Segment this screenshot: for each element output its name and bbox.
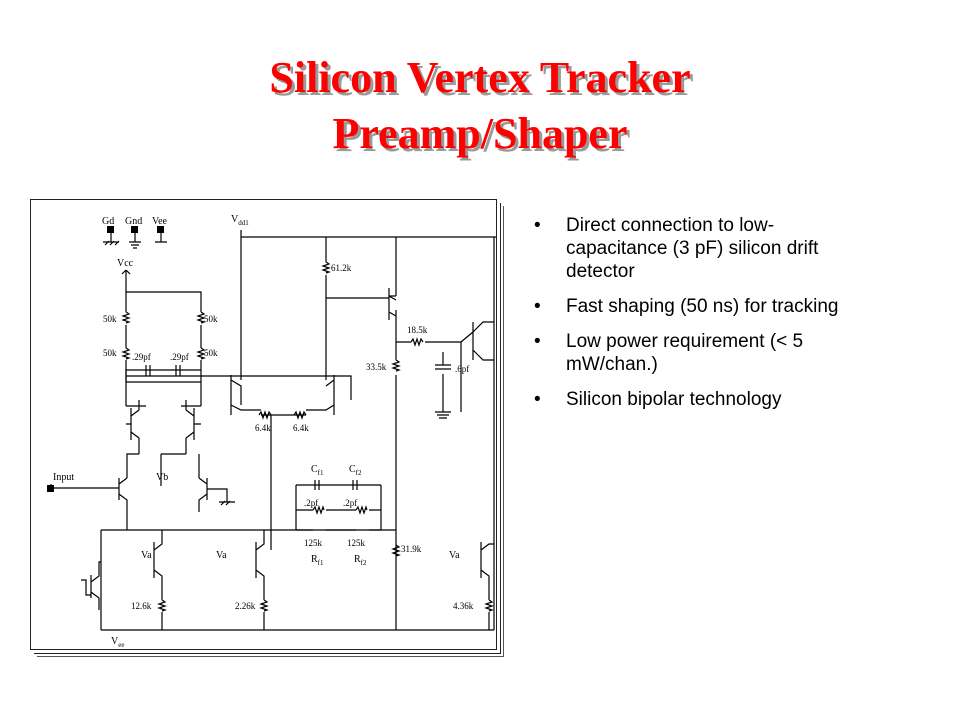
value-6-4k-a: 6.4k [255, 423, 271, 433]
schematic-wires [50, 230, 496, 631]
bullet-text: Low power requirement (< 5 mW/chan.) [566, 331, 804, 375]
value-4-36k: 4.36k [453, 601, 474, 611]
value-6pf: .6pf [455, 364, 469, 374]
supply-pads [47, 226, 164, 492]
value-2-26k: 2.26k [235, 601, 256, 611]
gnd-pad [131, 226, 138, 233]
value-029pf-a: .29pf [132, 352, 151, 362]
bullet-dot-icon: • [534, 296, 541, 317]
label-vee: Vee [152, 216, 168, 227]
preamp-shaper-schematic: Gd Gnd Vee Vcc Vdd1 Input Vb Va Va Va Ve… [30, 199, 497, 650]
value-50k-br: 50k [204, 348, 218, 358]
vee-pad [157, 226, 164, 233]
label-va-1: Va [141, 550, 152, 561]
bullet-dot-icon: • [534, 215, 541, 236]
label-gd: Gd [102, 216, 114, 227]
value-2pf-a: .2pf [304, 498, 318, 508]
value-125k-b: 125k [347, 538, 366, 548]
bullet-dot-icon: • [534, 389, 541, 410]
value-6-4k-b: 6.4k [293, 423, 309, 433]
label-gnd: Gnd [125, 216, 142, 227]
value-50k-tr: 50k [204, 314, 218, 324]
label-input: Input [53, 472, 74, 483]
bullet-text: Direct connection to low-capacitance (3 … [566, 215, 819, 282]
label-cf1: Cf1 [311, 464, 324, 477]
value-2pf-b: .2pf [343, 498, 357, 508]
value-50k-tl: 50k [103, 314, 117, 324]
label-rf1: Rf1 [311, 554, 324, 567]
schematic-resistors [121, 261, 494, 612]
label-vb: Vb [156, 472, 168, 483]
value-125k-a: 125k [304, 538, 323, 548]
value-33-5k: 33.5k [366, 362, 387, 372]
bullet-item: • Silicon bipolar technology [530, 388, 850, 411]
title-line-2: Preamp/Shaper [332, 109, 628, 158]
component-values: 50k 50k 50k 50k .29pf .29pf 6.4k 6.4k 61… [103, 263, 474, 611]
feature-bullet-list: • Direct connection to low-capacitance (3… [530, 214, 850, 423]
label-vee-bottom: Vee [111, 636, 124, 649]
label-va-2: Va [216, 550, 227, 561]
schematic-labels: Gd Gnd Vee Vcc Vdd1 Input Vb Va Va Va Ve… [53, 214, 460, 649]
value-50k-bl: 50k [103, 348, 117, 358]
input-pad [47, 485, 54, 492]
schematic-drawing: Gd Gnd Vee Vcc Vdd1 Input Vb Va Va Va Ve… [47, 214, 496, 649]
value-029pf-b: .29pf [170, 352, 189, 362]
label-rf2: Rf2 [354, 554, 367, 567]
label-va-3: Va [449, 550, 460, 561]
bullet-item: • Direct connection to low-capacitance (3… [530, 214, 850, 283]
bullet-text: Fast shaping (50 ns) for tracking [566, 296, 839, 317]
value-18-5k: 18.5k [407, 325, 428, 335]
value-61-2k: 61.2k [331, 263, 352, 273]
value-31-9k: 31.9k [401, 544, 422, 554]
label-cf2: Cf2 [349, 464, 362, 477]
supply-symbols [103, 230, 451, 506]
value-12-6k: 12.6k [131, 601, 152, 611]
label-vdd1: Vdd1 [231, 214, 249, 227]
slide-title: Silicon Vertex Tracker Preamp/Shaper [0, 50, 960, 162]
bullet-dot-icon: • [534, 331, 541, 352]
bullet-text: Silicon bipolar technology [566, 389, 782, 410]
bullet-item: • Low power requirement (< 5 mW/chan.) [530, 330, 850, 376]
label-vcc: Vcc [117, 258, 134, 269]
schematic-capacitors [145, 364, 451, 490]
title-line-1: Silicon Vertex Tracker [269, 53, 691, 102]
gd-pad [107, 226, 114, 233]
bullet-item: • Fast shaping (50 ns) for tracking [530, 295, 850, 318]
